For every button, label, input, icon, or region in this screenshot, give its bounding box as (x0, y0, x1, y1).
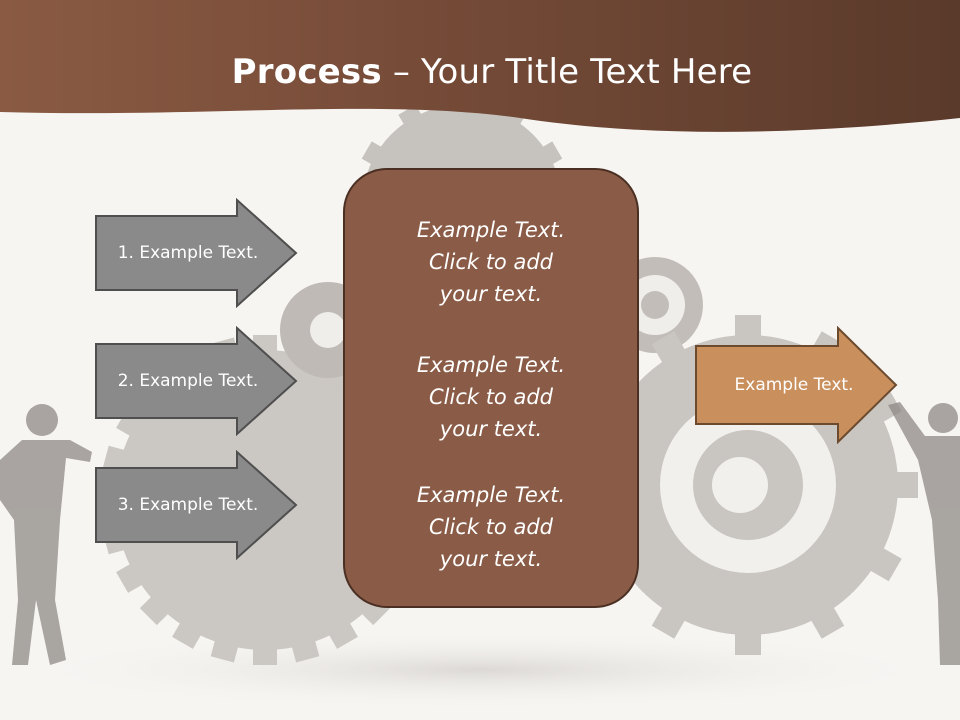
center-line: Click to add (428, 250, 553, 274)
center-text-block-2[interactable]: Example Text. Click to add your text. (345, 349, 637, 445)
center-text-block-3[interactable]: Example Text. Click to add your text. (345, 479, 637, 575)
title-rest: Your Title Text Here (421, 52, 753, 92)
center-line: your text. (439, 417, 543, 441)
title-dash: – (381, 52, 422, 92)
step-arrow-3[interactable]: 3. Example Text. (94, 450, 300, 560)
center-line: your text. (439, 547, 543, 571)
step-label-3: 3. Example Text. (117, 495, 259, 515)
center-line: Example Text. (416, 218, 566, 242)
slide-title: Process – Your Title Text Here (0, 52, 960, 92)
center-line: your text. (439, 282, 543, 306)
step-arrow-1[interactable]: 1. Example Text. (94, 198, 300, 308)
center-line: Example Text. (416, 483, 566, 507)
step-arrow-2[interactable]: 2. Example Text. (94, 326, 300, 436)
step-label-2: 2. Example Text. (117, 371, 259, 391)
center-line: Click to add (428, 515, 553, 539)
center-line: Example Text. (416, 353, 566, 377)
center-text-block-1[interactable]: Example Text. Click to add your text. (345, 214, 637, 310)
step-label-1: 1. Example Text. (117, 243, 259, 263)
center-content-box[interactable]: Example Text. Click to add your text. Ex… (343, 168, 639, 608)
result-arrow[interactable]: Example Text. (694, 326, 900, 444)
result-label: Example Text. (734, 375, 854, 395)
businessman-illustration (0, 404, 92, 665)
businessman-illustration (888, 402, 960, 665)
center-line: Click to add (428, 385, 553, 409)
title-bold: Process (231, 52, 382, 92)
header-band (0, 0, 960, 132)
